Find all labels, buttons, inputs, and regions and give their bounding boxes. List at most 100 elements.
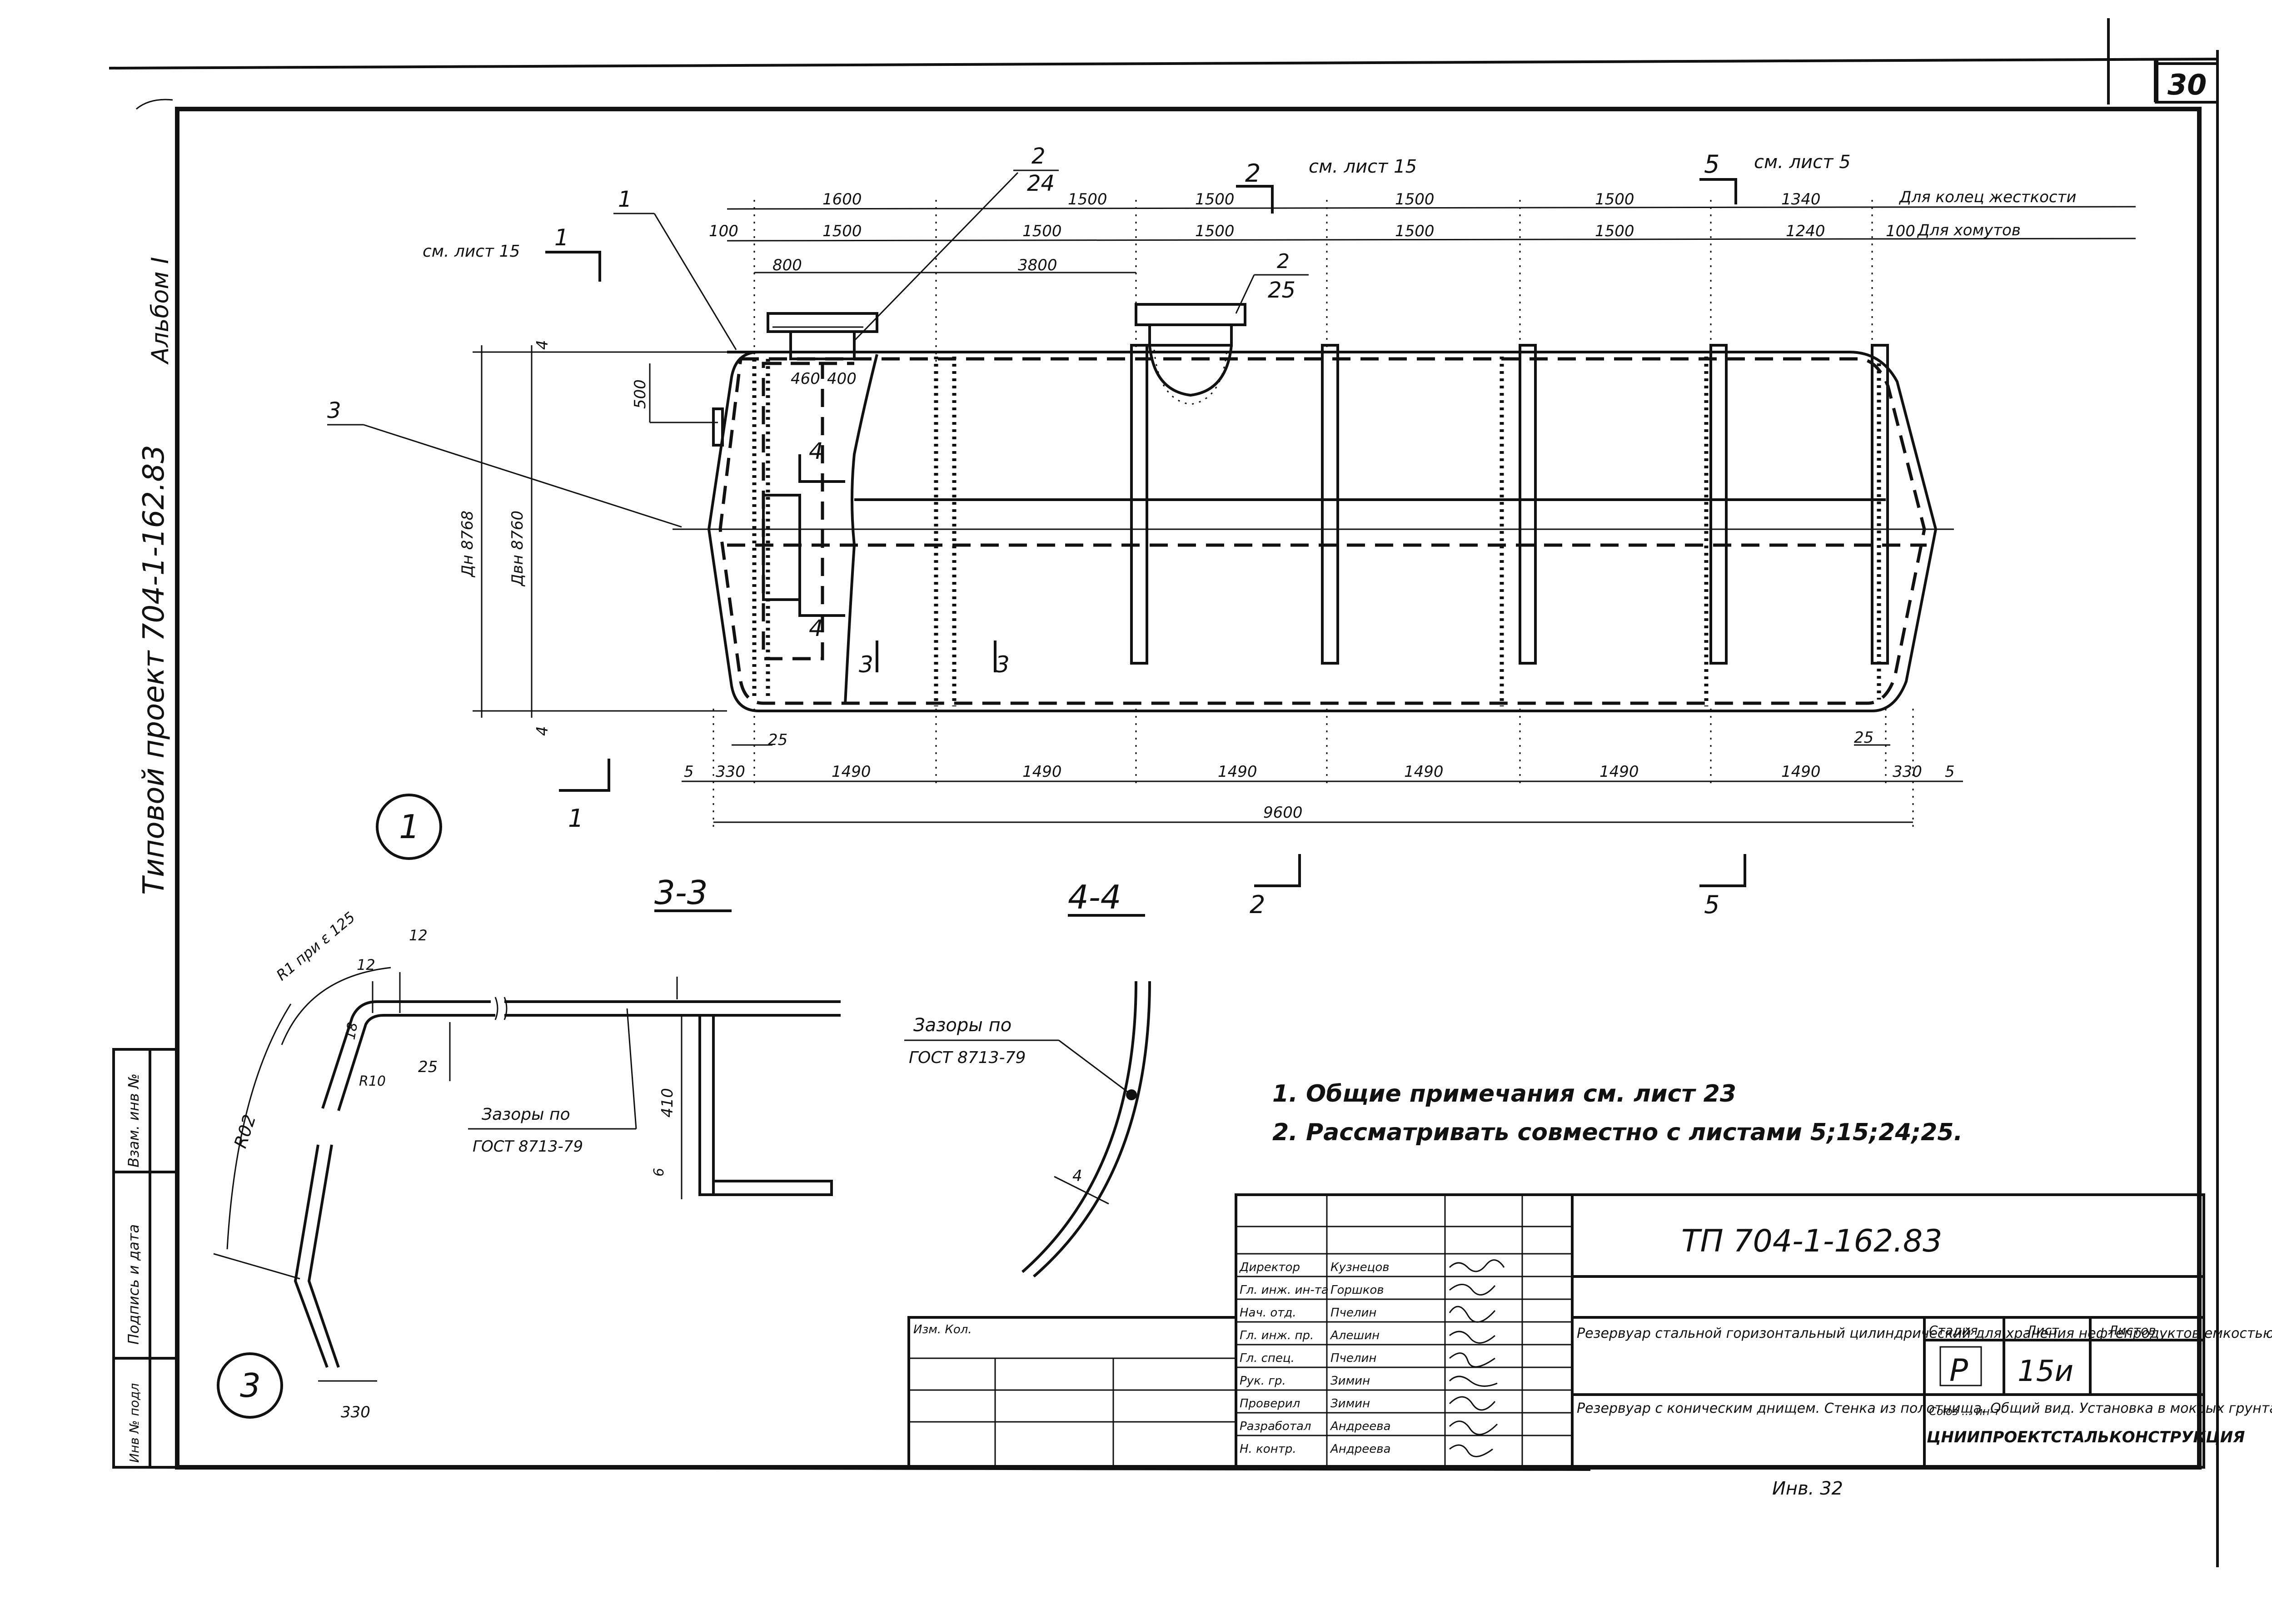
top2-dim-5: 1500 bbox=[1395, 222, 1435, 240]
section-3-3: 3-3 12 12 18 R10 25 410 6 R1 при ε 125 З… bbox=[213, 874, 841, 1421]
s44-gost: ГОСТ 8713-79 bbox=[909, 1048, 1026, 1067]
section-4-4-title: 4-4 bbox=[1068, 878, 1121, 916]
s44-gap-label: Зазоры по bbox=[913, 1015, 1011, 1036]
hatch-dim-460: 460 bbox=[791, 370, 820, 388]
name-4: Алешин bbox=[1330, 1329, 1380, 1342]
role-9: Н. контр. bbox=[1240, 1442, 1296, 1456]
bottom-dim-5a: 5 bbox=[684, 763, 694, 781]
name-8: Андреева bbox=[1330, 1420, 1391, 1433]
org-name: ЦНИИПРОЕКТСТАЛЬКОНСТРУКЦИЯ bbox=[1927, 1428, 2245, 1446]
top-dim-1: 1600 bbox=[822, 190, 862, 209]
callout-25: 25 bbox=[1268, 278, 1295, 303]
top-dim-4: 1500 bbox=[1395, 190, 1435, 209]
callouts: 1 2 24 2 25 3 4 4 3 3 2 см. лист 15 5 см… bbox=[327, 144, 1851, 919]
gap-right: 25 bbox=[1854, 729, 1873, 747]
bottom-number: Инв. 32 bbox=[1772, 1478, 1843, 1499]
margin-texts: Альбом I Типовой проект 704-1-162.83 Вза… bbox=[112, 257, 179, 1469]
bottom-dim-1: 1490 bbox=[832, 763, 871, 781]
callout-3: 3 bbox=[327, 398, 341, 423]
sheets-header: Листов bbox=[2108, 1323, 2156, 1338]
role-7: Проверил bbox=[1240, 1397, 1300, 1410]
s33-dim-410: 410 bbox=[658, 1088, 677, 1117]
hatch-dim-800: 800 bbox=[772, 256, 802, 274]
bottom-dim-5b: 5 bbox=[1945, 763, 1955, 781]
dia-outer: Дн 8768 bbox=[458, 511, 477, 578]
top-dimensions: 1600 1500 1500 1500 1500 1340 Для колец … bbox=[709, 188, 2136, 388]
bottom-dim-6: 1490 bbox=[1781, 763, 1821, 781]
sec1-top: 1 bbox=[554, 224, 569, 251]
name-5: Пчелин bbox=[1330, 1351, 1376, 1365]
sec3-mark-b: 3 bbox=[995, 651, 1010, 678]
stamp-inv-replace: Взам. инв № bbox=[125, 1073, 142, 1167]
role-6: Рук. гр. bbox=[1240, 1374, 1286, 1388]
s33-dim-6: 6 bbox=[651, 1168, 667, 1177]
s33-dim-25: 25 bbox=[418, 1058, 438, 1076]
bottom-dim-2: 1490 bbox=[1022, 763, 1062, 781]
s44-dim-4: 4 bbox=[1072, 1167, 1082, 1185]
top2-dim-3: 1500 bbox=[1022, 222, 1062, 240]
role-4: Гл. инж. пр. bbox=[1240, 1329, 1314, 1342]
top2-dim-1: 100 bbox=[709, 222, 738, 240]
role-3: Нач. отд. bbox=[1240, 1306, 1296, 1320]
sec4-mark-b: 4 bbox=[809, 615, 823, 641]
name-6: Зимин bbox=[1330, 1374, 1370, 1388]
sec5-sheet: см. лист 5 bbox=[1754, 152, 1851, 173]
signatures bbox=[1449, 1259, 1505, 1457]
detail-dim-330: 330 bbox=[341, 1403, 370, 1421]
sec5-bottom: 5 bbox=[1704, 890, 1719, 919]
bottom-dimensions: 25 25 5 330 1490 1490 1490 1490 1490 149… bbox=[682, 709, 1963, 827]
stamp-inv-original: Инв № подл bbox=[127, 1383, 142, 1463]
title-block: Директор Гл. инж. ин-та Нач. отд. Гл. ин… bbox=[1235, 1193, 2272, 1499]
note-2: 2. Рассматривать совместно с листами 5;1… bbox=[1272, 1119, 1963, 1146]
title1-text: Резервуар стальной горизонтальный цилинд… bbox=[1577, 1326, 2272, 1341]
note-1: 1. Общие примечания см. лист 23 bbox=[1272, 1080, 1736, 1107]
s33-dim-r10: R10 bbox=[359, 1073, 386, 1089]
sheet-number-box: 30 bbox=[2155, 62, 2219, 104]
detail-number: 3 bbox=[240, 1366, 261, 1405]
top-dim-6: 1340 bbox=[1781, 190, 1821, 209]
revision-block: Изм. Кол. bbox=[907, 1316, 1237, 1469]
name-3: Пчелин bbox=[1330, 1306, 1376, 1320]
sec3-mark-a: 3 bbox=[859, 651, 873, 678]
role-8: Разработал bbox=[1240, 1420, 1311, 1433]
sheet-header: Лист bbox=[2026, 1323, 2059, 1338]
sec1-sheet: см. лист 15 bbox=[423, 242, 520, 261]
callout-2-hatch: 2 bbox=[1277, 250, 1290, 273]
sec4-mark-a: 4 bbox=[809, 438, 823, 464]
project-label: Типовой проект 704-1-162.83 bbox=[137, 445, 171, 895]
drawing-title-2: Резервуар с коническим днищем. Стенка из… bbox=[1577, 1401, 2272, 1416]
s33-gost: ГОСТ 8713-79 bbox=[473, 1137, 583, 1156]
bottom-dim-4: 1490 bbox=[1404, 763, 1444, 781]
sheet-number: 30 bbox=[2167, 68, 2207, 101]
name-9: Андреева bbox=[1330, 1442, 1391, 1456]
side-dim-top: 4 bbox=[533, 340, 552, 350]
sheet-value: 15и bbox=[2018, 1355, 2073, 1388]
org-small: Союз ... ин-т bbox=[1929, 1405, 2001, 1418]
top2-dim-4: 1500 bbox=[1195, 222, 1235, 240]
bottom-dim-330b: 330 bbox=[1893, 763, 1922, 781]
left-dimensions: Дн 8768 Двн 8760 4 4 500 bbox=[458, 340, 727, 736]
total-length: 9600 bbox=[1263, 804, 1303, 822]
stamp-signature-date: Подпись и дата bbox=[125, 1224, 142, 1345]
view-number: 1 bbox=[399, 808, 420, 846]
top2-dim-7: 1240 bbox=[1786, 222, 1825, 240]
section-3-3-title: 3-3 bbox=[654, 874, 708, 912]
title2-text: Резервуар с коническим днищем. Стенка из… bbox=[1577, 1401, 2272, 1416]
sec1-bottom: 1 bbox=[568, 804, 583, 833]
top2-dim-8: 100 bbox=[1886, 222, 1915, 240]
album-label: Альбом I bbox=[147, 257, 174, 365]
sec2-bottom: 2 bbox=[1250, 890, 1265, 919]
revision-label: Изм. Кол. bbox=[913, 1323, 972, 1336]
bottom-dim-5: 1490 bbox=[1599, 763, 1639, 781]
role-1: Директор bbox=[1239, 1261, 1300, 1274]
s33-gap-label: Зазоры по bbox=[482, 1105, 570, 1124]
sec2-sheet: см. лист 15 bbox=[1309, 156, 1417, 177]
top-dim-3: 1500 bbox=[1195, 190, 1235, 209]
callout-2-top: 2 bbox=[1031, 144, 1046, 169]
top-note-clamps: Для хомутов bbox=[1917, 221, 2021, 239]
name-1: Кузнецов bbox=[1330, 1261, 1390, 1274]
top-dim-2: 1500 bbox=[1068, 190, 1107, 209]
sec2-top: 2 bbox=[1245, 159, 1261, 188]
callout-24: 24 bbox=[1027, 171, 1055, 196]
stage-header: Стадия bbox=[1929, 1323, 1978, 1338]
